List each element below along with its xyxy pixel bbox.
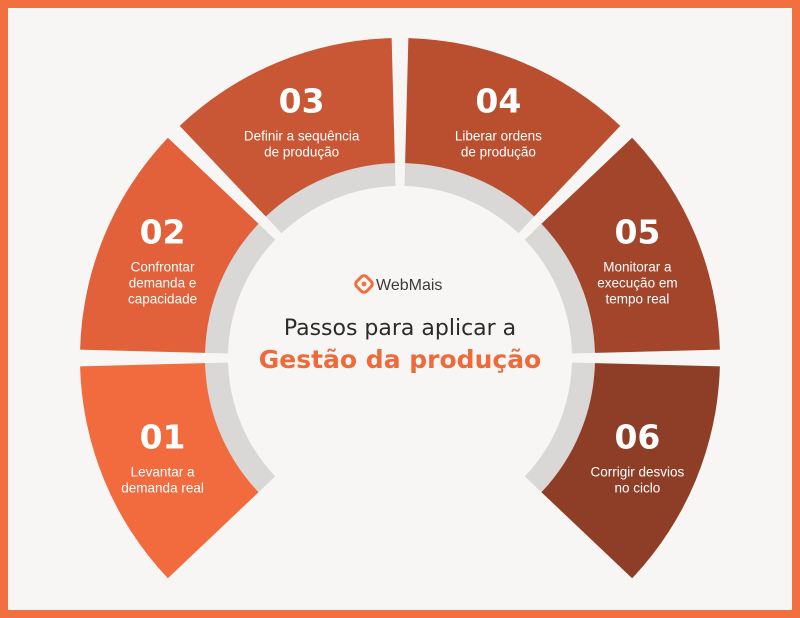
step-number-05: 05 — [614, 213, 660, 252]
step-segments — [80, 38, 720, 579]
step-label-05-line-1: Monitorar a — [603, 260, 672, 275]
segment-01 — [80, 363, 259, 579]
step-label-01-line-1: Levantar a — [131, 464, 195, 479]
step-number-04: 04 — [475, 82, 521, 121]
title-line-1: Passos para aplicar a — [284, 316, 516, 341]
step-number-06: 06 — [614, 417, 660, 456]
webmais-logo: WebMais — [354, 274, 442, 294]
logo-text: WebMais — [376, 277, 442, 294]
step-label-05-line-2: execução em — [597, 276, 677, 291]
segment-02-inner-band — [205, 223, 276, 354]
segment-06-inner-band — [524, 362, 595, 493]
step-label-04-line-1: Liberar ordens — [455, 129, 542, 144]
segment-01-inner-band — [205, 362, 276, 493]
center-circle — [230, 188, 570, 528]
step-number-02: 02 — [140, 213, 186, 252]
step-label-03-line-1: Definir a sequência — [244, 129, 360, 144]
step-label-02-line-3: capacidade — [128, 292, 197, 307]
segment-02 — [80, 137, 259, 353]
step-label-02-line-1: Confrontar — [131, 260, 195, 275]
segment-04 — [405, 38, 621, 217]
title-line-2: Gestão da produção — [259, 345, 541, 374]
step-label-03-line-2: de produção — [264, 145, 339, 160]
step-label-02-line-2: demanda e — [129, 276, 197, 291]
segment-05 — [541, 137, 720, 353]
webmais-logo-icon — [354, 274, 374, 294]
segment-04-inner-band — [404, 163, 535, 234]
step-label-04-line-2: de produção — [461, 145, 536, 160]
step-number-03: 03 — [279, 82, 325, 121]
segment-06 — [541, 363, 720, 579]
step-label-01-line-2: demanda real — [121, 480, 204, 495]
center-hub: WebMais Passos para aplicar a Gestão da … — [230, 188, 570, 528]
step-label-06-line-2: no ciclo — [615, 480, 661, 495]
step-label-06-line-1: Corrigir desvios — [591, 464, 685, 479]
segment-03-inner-band — [265, 163, 396, 234]
segment-03 — [179, 38, 395, 217]
step-label-05-line-3: tempo real — [606, 292, 670, 307]
segment-05-inner-band — [524, 223, 595, 354]
step-number-01: 01 — [140, 417, 186, 456]
